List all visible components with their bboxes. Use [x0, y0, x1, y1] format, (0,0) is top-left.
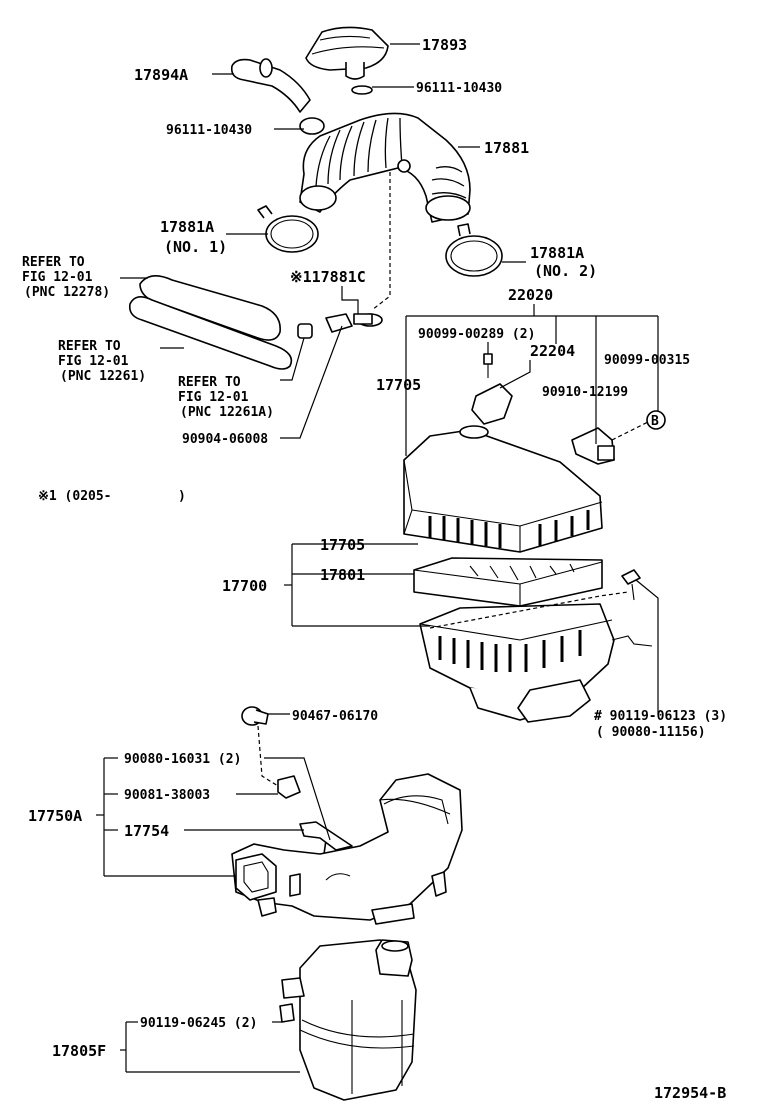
ref1-line2: FIG 12-01	[22, 270, 93, 285]
bracket-17754	[299, 821, 353, 851]
bolt-90119-06123	[621, 569, 641, 601]
label-17700: 17700	[222, 577, 267, 595]
label-17881A-no2: 17881A	[530, 244, 584, 262]
circle-b-marker: B	[646, 410, 666, 430]
ref3-line2: FIG 12-01	[178, 390, 249, 405]
clamp-17881A-no1	[257, 205, 319, 253]
label-17705-top: 17705	[376, 376, 421, 394]
diagram-id: 172954-B	[654, 1084, 726, 1102]
clamp-17881A-no2	[445, 223, 503, 277]
intake-inlet-17750A	[231, 773, 463, 925]
air-filter-element-17801	[413, 557, 603, 607]
label-17881A-no1: 17881A	[160, 218, 214, 236]
ref1-line3: (PNC 12278)	[24, 285, 110, 300]
clamp-96111-10430-left	[299, 117, 325, 135]
air-cleaner-cap-17705	[403, 425, 603, 553]
label-17801: 17801	[320, 566, 365, 584]
ref3-line3: (PNC 12261A)	[180, 405, 274, 420]
label-17805F: 17805F	[52, 1042, 106, 1060]
vsv-parts-17881C	[297, 313, 383, 339]
label-90080-16031: 90080-16031 (2)	[124, 752, 241, 767]
label-90119-06245: 90119-06245 (2)	[140, 1016, 257, 1031]
air-cleaner-hose-17881	[299, 112, 471, 223]
label-17754: 17754	[124, 822, 169, 840]
label-90904-06008: 90904-06008	[182, 432, 268, 447]
ref2-line1: REFER TO	[58, 339, 121, 354]
ref1-line1: REFER TO	[22, 255, 85, 270]
label-90099-00289: 90099-00289 (2)	[418, 327, 535, 342]
label-17881: 17881	[484, 139, 529, 157]
label-90467-06170: 90467-06170	[292, 709, 378, 724]
part-labels: 17893 17894A 96111-10430 96111-10430 178…	[22, 36, 727, 1102]
label-17881A-no1-sub: (NO. 1)	[164, 238, 227, 256]
label-90080-11156: ( 90080-11156)	[596, 725, 706, 740]
label-17894A: 17894A	[134, 66, 188, 84]
label-17881A-no2-sub: (NO. 2)	[534, 262, 597, 280]
grommet-90467-06170	[241, 706, 269, 726]
resonator-cap-17893	[305, 26, 389, 80]
label-22204: 22204	[530, 342, 575, 360]
label-17705: 17705	[320, 536, 365, 554]
label-17881C: ※117881C	[290, 268, 366, 286]
label-90119-06123: # 90119-06123 (3)	[594, 709, 727, 724]
ref3-line1: REFER TO	[178, 375, 241, 390]
label-17893: 17893	[422, 36, 467, 54]
note-1-date: ※1 (0205-	[38, 489, 112, 504]
ref2-line3: (PNC 12261)	[60, 369, 146, 384]
label-96111-10430-upper: 96111-10430	[416, 81, 502, 96]
hoses-refer-fig-12-01	[128, 275, 293, 370]
label-96111-10430-left: 96111-10430	[166, 123, 252, 138]
label-17750A: 17750A	[28, 807, 82, 825]
clamp-96111-10430-upper	[351, 85, 373, 95]
leader-lines	[96, 43, 659, 1073]
label-22020: 22020	[508, 286, 553, 304]
circle-b-label: B	[651, 414, 659, 429]
ref2-line2: FIG 12-01	[58, 354, 129, 369]
air-cleaner-case-17700	[419, 591, 653, 723]
label-90910-12199: 90910-12199	[542, 385, 628, 400]
cushion-90081-38003	[277, 775, 301, 799]
note-1-close: )	[178, 489, 186, 504]
sensor-90910-12199	[571, 427, 615, 465]
label-90099-00315: 90099-00315	[604, 353, 690, 368]
label-90081-38003: 90081-38003	[124, 788, 210, 803]
resonator-17805F	[279, 939, 417, 1101]
sensor-22204	[471, 353, 513, 425]
hose-17894A	[230, 58, 311, 113]
